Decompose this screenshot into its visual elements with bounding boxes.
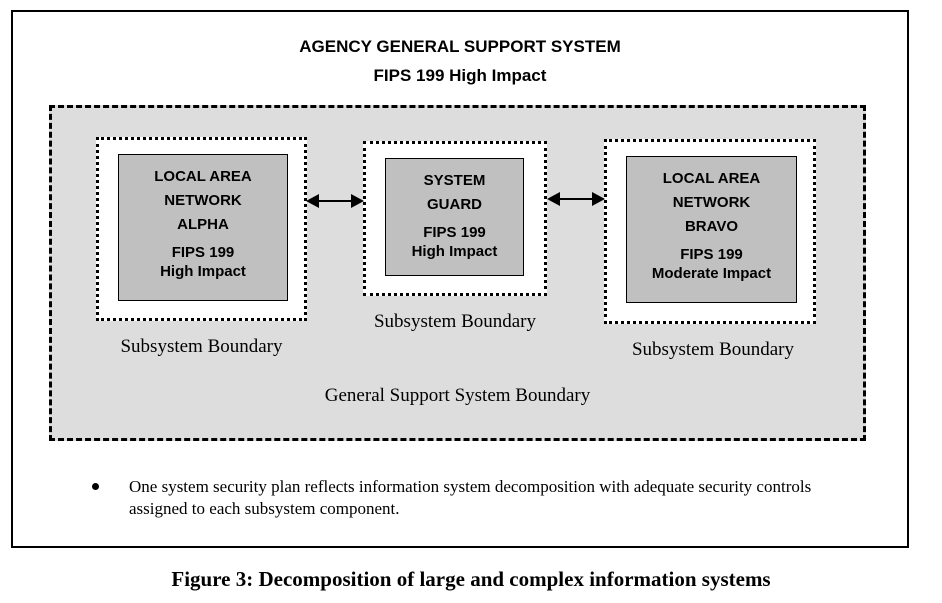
guard-fips: FIPS 199 [423,224,486,241]
subsystem-boundary-label-middle: Subsystem Boundary [373,311,537,332]
diagram-title: AGENCY GENERAL SUPPORT SYSTEM [299,37,621,56]
bullet-note: One system security plan reflects inform… [129,477,812,518]
subsystem-boundary-label-right: Subsystem Boundary [631,339,795,360]
lan-alpha-impact: High Impact [160,263,246,280]
diagram-subtitle: FIPS 199 High Impact [373,66,547,85]
lan-alpha-fips: FIPS 199 [171,244,235,261]
lan-bravo-fips: FIPS 199 [680,246,743,263]
subsystem-boundary-label-left: Subsystem Boundary [120,336,283,357]
bullet-icon [92,483,99,490]
guard-line-2: GUARD [427,196,482,213]
lan-alpha-line-2: NETWORK [164,192,242,209]
gss-boundary-label: General Support System Boundary [324,385,591,406]
lan-alpha-line-1: LOCAL AREA [154,168,252,185]
figure-caption: Figure 3: Decomposition of large and com… [171,567,771,591]
lan-bravo-impact: Moderate Impact [651,265,772,282]
double-arrow-guard-bravo [547,192,605,206]
guard-line-1: SYSTEM [423,172,486,189]
component-lan-alpha: LOCAL AREA NETWORK ALPHA FIPS 199 High I… [118,154,288,301]
guard-impact: High Impact [411,243,498,260]
component-system-guard: SYSTEM GUARD FIPS 199 High Impact [385,158,524,276]
lan-bravo-line-2: NETWORK [672,194,751,211]
component-lan-bravo: LOCAL AREA NETWORK BRAVO FIPS 199 Modera… [626,156,797,303]
lan-alpha-line-3: ALPHA [177,216,229,233]
lan-bravo-line-1: LOCAL AREA [662,170,761,187]
double-arrow-alpha-guard [306,194,364,208]
lan-bravo-line-3: BRAVO [684,218,739,235]
